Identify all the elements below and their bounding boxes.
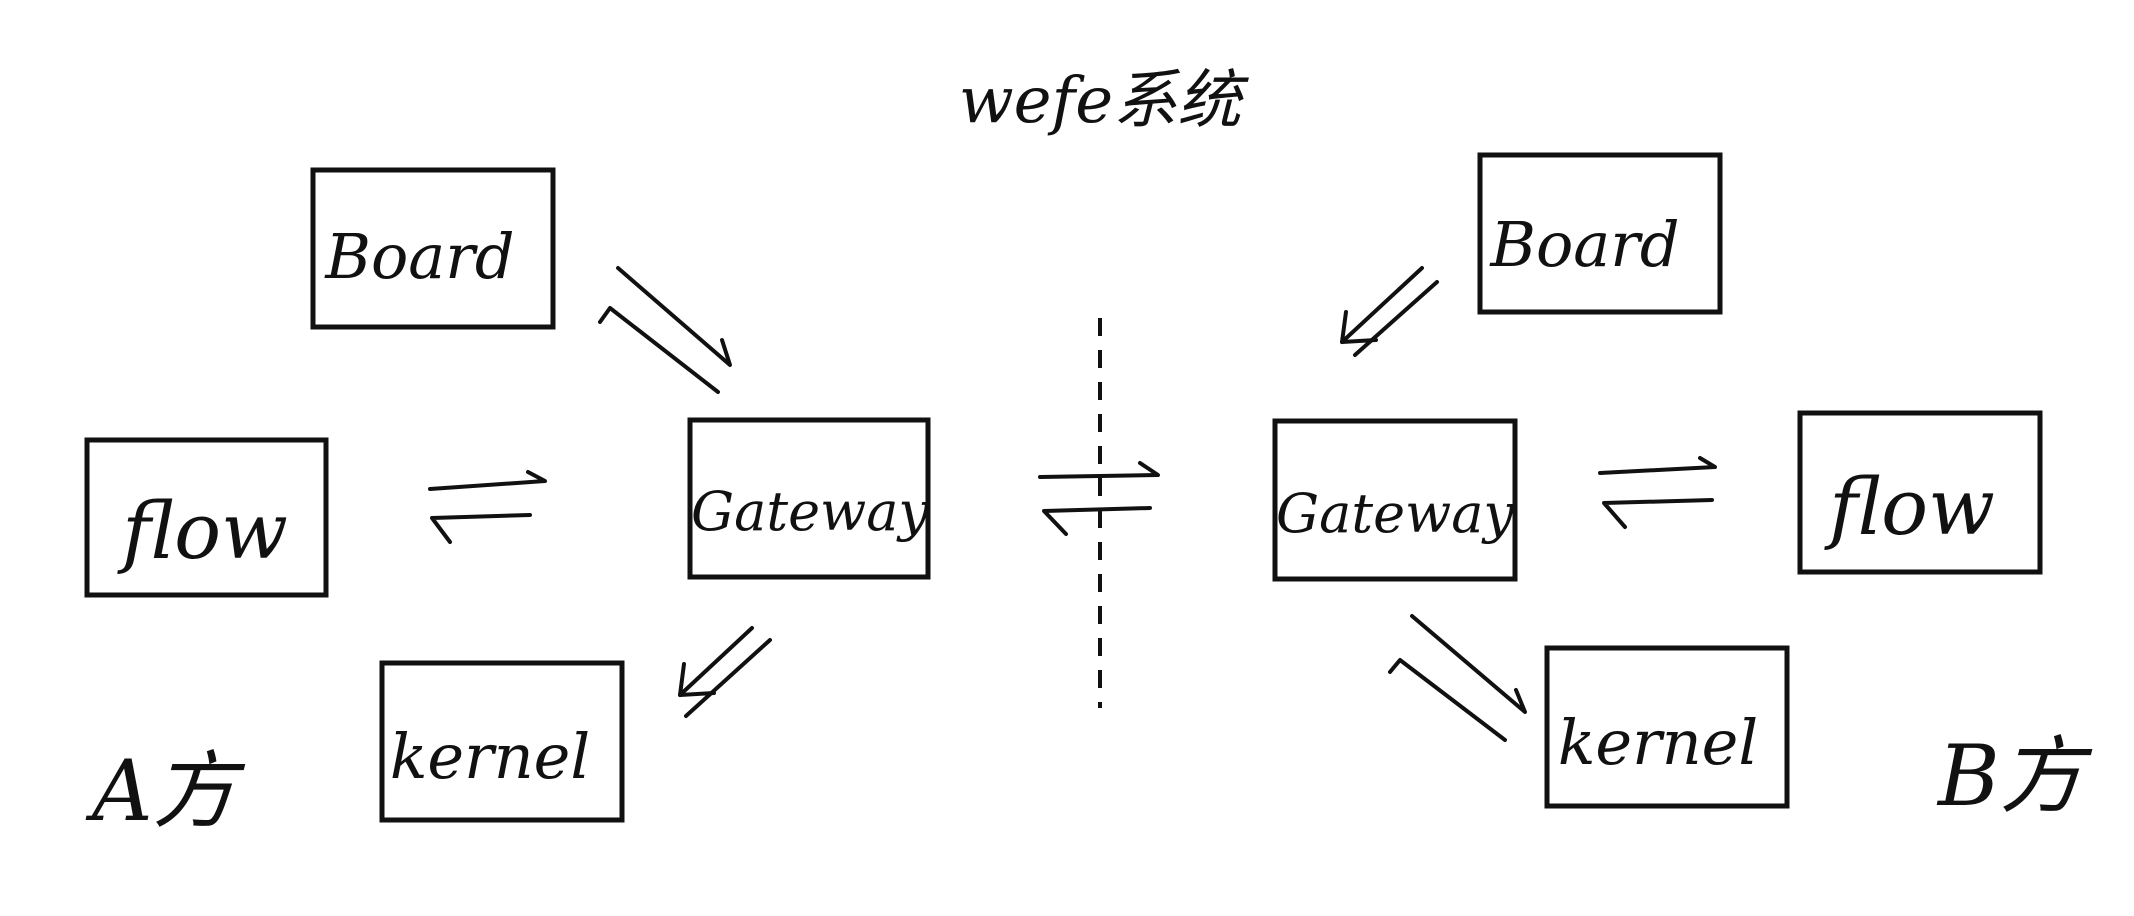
party-a-kernel-box <box>379 660 625 823</box>
party-b-gateway-kernel-arrow <box>1388 614 1527 742</box>
party-b-kernel-node: kernel <box>1544 645 1790 809</box>
party-a-board-label: Board <box>324 220 514 293</box>
diagram-title: wefe系统 <box>959 64 1249 138</box>
party-b-gateway-box <box>1272 418 1518 582</box>
party-a-label: A方 <box>85 742 246 840</box>
party-b-flow-node: flow <box>1797 410 2043 575</box>
party-b-gateway-flow-arrow <box>1598 456 1717 529</box>
party-b-kernel-label: kernel <box>1558 706 1758 779</box>
cross-party-gateway-arrow <box>1038 461 1160 536</box>
party-a-flow-box <box>84 437 329 598</box>
party-a-board-node: Board <box>310 167 556 330</box>
party-a-gateway-node: Gateway <box>687 417 931 580</box>
party-a-flow-node: flow <box>84 437 329 598</box>
party-b-label: B方 <box>1936 727 2093 825</box>
party-b-flow-box <box>1797 410 2043 575</box>
party-a-gateway-box <box>687 417 931 580</box>
party-a-gateway-kernel-arrow <box>678 626 772 718</box>
party-a-board-box <box>310 167 556 330</box>
party-b-board-box <box>1477 152 1723 315</box>
party-b-gateway-node: Gateway <box>1272 418 1518 582</box>
party-b-board-gateway-arrow <box>1340 266 1439 357</box>
party-a-group: Board flow Gateway kernel A方 <box>84 167 931 840</box>
party-a-board-gateway-arrow <box>598 266 732 394</box>
party-b-board-node: Board <box>1477 152 1723 315</box>
party-b-board-label: Board <box>1489 208 1679 281</box>
party-b-group: Board Gateway flow kernel B方 <box>1272 152 2093 825</box>
party-b-kernel-box <box>1544 645 1790 809</box>
party-a-gateway-label: Gateway <box>691 480 930 543</box>
party-a-kernel-label: kernel <box>390 720 590 793</box>
party-b-flow-label: flow <box>1824 463 1995 553</box>
party-a-flow-gateway-arrow <box>428 470 547 544</box>
party-a-kernel-node: kernel <box>379 660 625 823</box>
party-a-flow-label: flow <box>117 487 288 577</box>
party-b-gateway-label: Gateway <box>1276 482 1515 545</box>
